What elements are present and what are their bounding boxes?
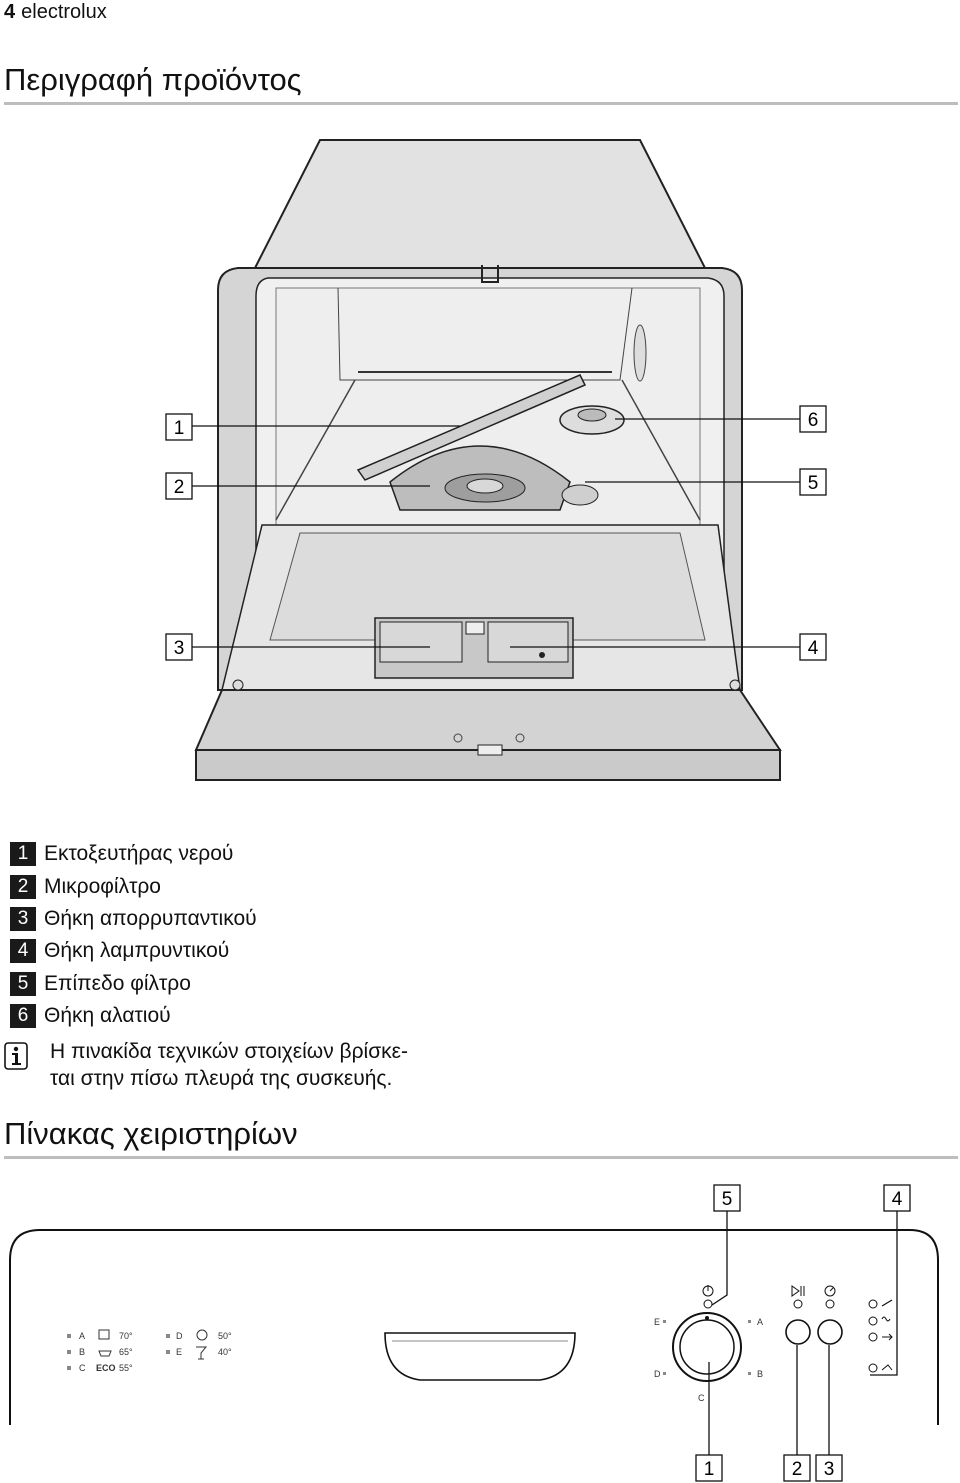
- rinse-aid-indicator-light: [868, 1363, 878, 1373]
- callout-3: 3: [165, 633, 193, 661]
- svg-text:5: 5: [722, 1189, 733, 1210]
- svg-text:ECO: ECO: [96, 1363, 116, 1373]
- svg-text:4: 4: [892, 1189, 903, 1210]
- dry-icon: [881, 1316, 891, 1322]
- svg-text:55°: 55°: [119, 1363, 133, 1373]
- legend-number: 5: [10, 971, 36, 996]
- program-list-left: A 70° B 65° C ECO 55°: [67, 1329, 133, 1373]
- drying-indicator-light: [868, 1316, 878, 1326]
- panel-callout-4: 4: [883, 1184, 911, 1212]
- start-pause-icon: [791, 1285, 805, 1297]
- svg-text:A: A: [757, 1317, 763, 1327]
- svg-text:6: 6: [808, 410, 819, 431]
- panel-callout-5: 5: [713, 1184, 741, 1212]
- svg-text:50°: 50°: [218, 1331, 232, 1341]
- legend-item: 6 Θήκη αλατιού: [10, 1000, 530, 1032]
- plate-icon: [196, 1329, 208, 1341]
- legend-item: 2 Μικροφίλτρο: [10, 870, 530, 902]
- svg-text:3: 3: [174, 638, 185, 659]
- section-title-control-panel: Πίνακας χειριστηρίων: [4, 1116, 958, 1159]
- legend-item: 3 Θήκη απορρυπαντικού: [10, 903, 530, 935]
- svg-text:1: 1: [704, 1459, 715, 1480]
- svg-text:B: B: [79, 1347, 85, 1357]
- svg-text:2: 2: [174, 477, 185, 498]
- svg-text:4: 4: [808, 638, 819, 659]
- panel-callout-2: 2: [783, 1454, 811, 1482]
- legend-number: 3: [10, 906, 36, 931]
- svg-text:40°: 40°: [218, 1347, 232, 1357]
- svg-text:70°: 70°: [119, 1331, 133, 1341]
- end-icon: [882, 1333, 893, 1341]
- info-text-line1: Η πινακίδα τεχνικών στοιχείων βρίσκε-: [50, 1040, 409, 1063]
- svg-text:65°: 65°: [119, 1347, 133, 1357]
- pan-icon: [98, 1350, 112, 1357]
- delay-start-button[interactable]: [817, 1319, 843, 1345]
- panel-callout-1: 1: [695, 1454, 723, 1482]
- legend-item: 1 Εκτοξευτήρας νερού: [10, 838, 530, 870]
- svg-text:C: C: [698, 1393, 705, 1403]
- control-panel-illustration: A 70° B 65° C ECO 55° D 50° E 40° E A D …: [0, 1175, 960, 1483]
- svg-text:E: E: [176, 1347, 182, 1357]
- legend-number: 4: [10, 939, 36, 964]
- delay-clock-icon: [824, 1285, 836, 1297]
- legend-label: Εκτοξευτήρας νερού: [44, 842, 234, 866]
- svg-text:D: D: [654, 1369, 661, 1379]
- page-number: 4: [4, 1, 16, 23]
- info-text-line2: ται στην πίσω πλευρά της συσκευής.: [50, 1067, 393, 1090]
- callout-5: 5: [799, 468, 827, 496]
- svg-text:2: 2: [792, 1459, 803, 1480]
- callout-6: 6: [799, 405, 827, 433]
- section-title-product-description: Περιγραφή προϊόντος: [4, 62, 958, 105]
- svg-text:C: C: [79, 1363, 86, 1373]
- svg-text:B: B: [757, 1369, 763, 1379]
- legend-item: 5 Επίπεδο φίλτρο: [10, 968, 530, 1000]
- pot-icon: [98, 1329, 110, 1340]
- power-icon: [702, 1285, 714, 1297]
- legend-label: Θήκη αλατιού: [44, 1004, 171, 1028]
- svg-text:D: D: [176, 1331, 183, 1341]
- power-indicator-light: [703, 1299, 713, 1309]
- legend-label: Θήκη λαμπρυντικού: [44, 939, 230, 963]
- program-dial[interactable]: [672, 1312, 742, 1382]
- brand-name: electrolux: [21, 1, 107, 23]
- dishwasher-illustration: 1 2 3 4 5 6: [0, 110, 960, 800]
- washing-indicator-light: [868, 1299, 878, 1309]
- legend-number: 2: [10, 874, 36, 899]
- svg-text:5: 5: [808, 473, 819, 494]
- legend-label: Επίπεδο φίλτρο: [44, 971, 191, 995]
- legend-label: Θήκη απορρυπαντικού: [44, 906, 257, 930]
- svg-text:E: E: [654, 1317, 660, 1327]
- legend-number: 6: [10, 1004, 36, 1029]
- glass-icon: [196, 1346, 208, 1360]
- legend-number: 1: [10, 842, 36, 867]
- delay-indicator-light: [825, 1299, 835, 1309]
- callout-2: 2: [165, 472, 193, 500]
- wash-icon: [881, 1299, 893, 1307]
- svg-text:1: 1: [174, 418, 185, 439]
- callout-1: 1: [165, 413, 193, 441]
- legend-label: Μικροφίλτρο: [44, 874, 161, 898]
- info-note: Η πινακίδα τεχνικών στοιχείων βρίσκε- τα…: [4, 1038, 524, 1092]
- info-icon: [4, 1042, 28, 1070]
- legend-item: 4 Θήκη λαμπρυντικού: [10, 935, 530, 967]
- svg-text:3: 3: [824, 1459, 835, 1480]
- callout-4: 4: [799, 633, 827, 661]
- program-list-right: D 50° E 40°: [166, 1329, 232, 1360]
- start-indicator-light: [793, 1299, 803, 1309]
- rinse-aid-icon: [881, 1364, 893, 1371]
- svg-text:A: A: [79, 1331, 85, 1341]
- start-pause-button[interactable]: [785, 1319, 811, 1345]
- panel-callout-3: 3: [815, 1454, 843, 1482]
- end-indicator-light: [868, 1332, 878, 1342]
